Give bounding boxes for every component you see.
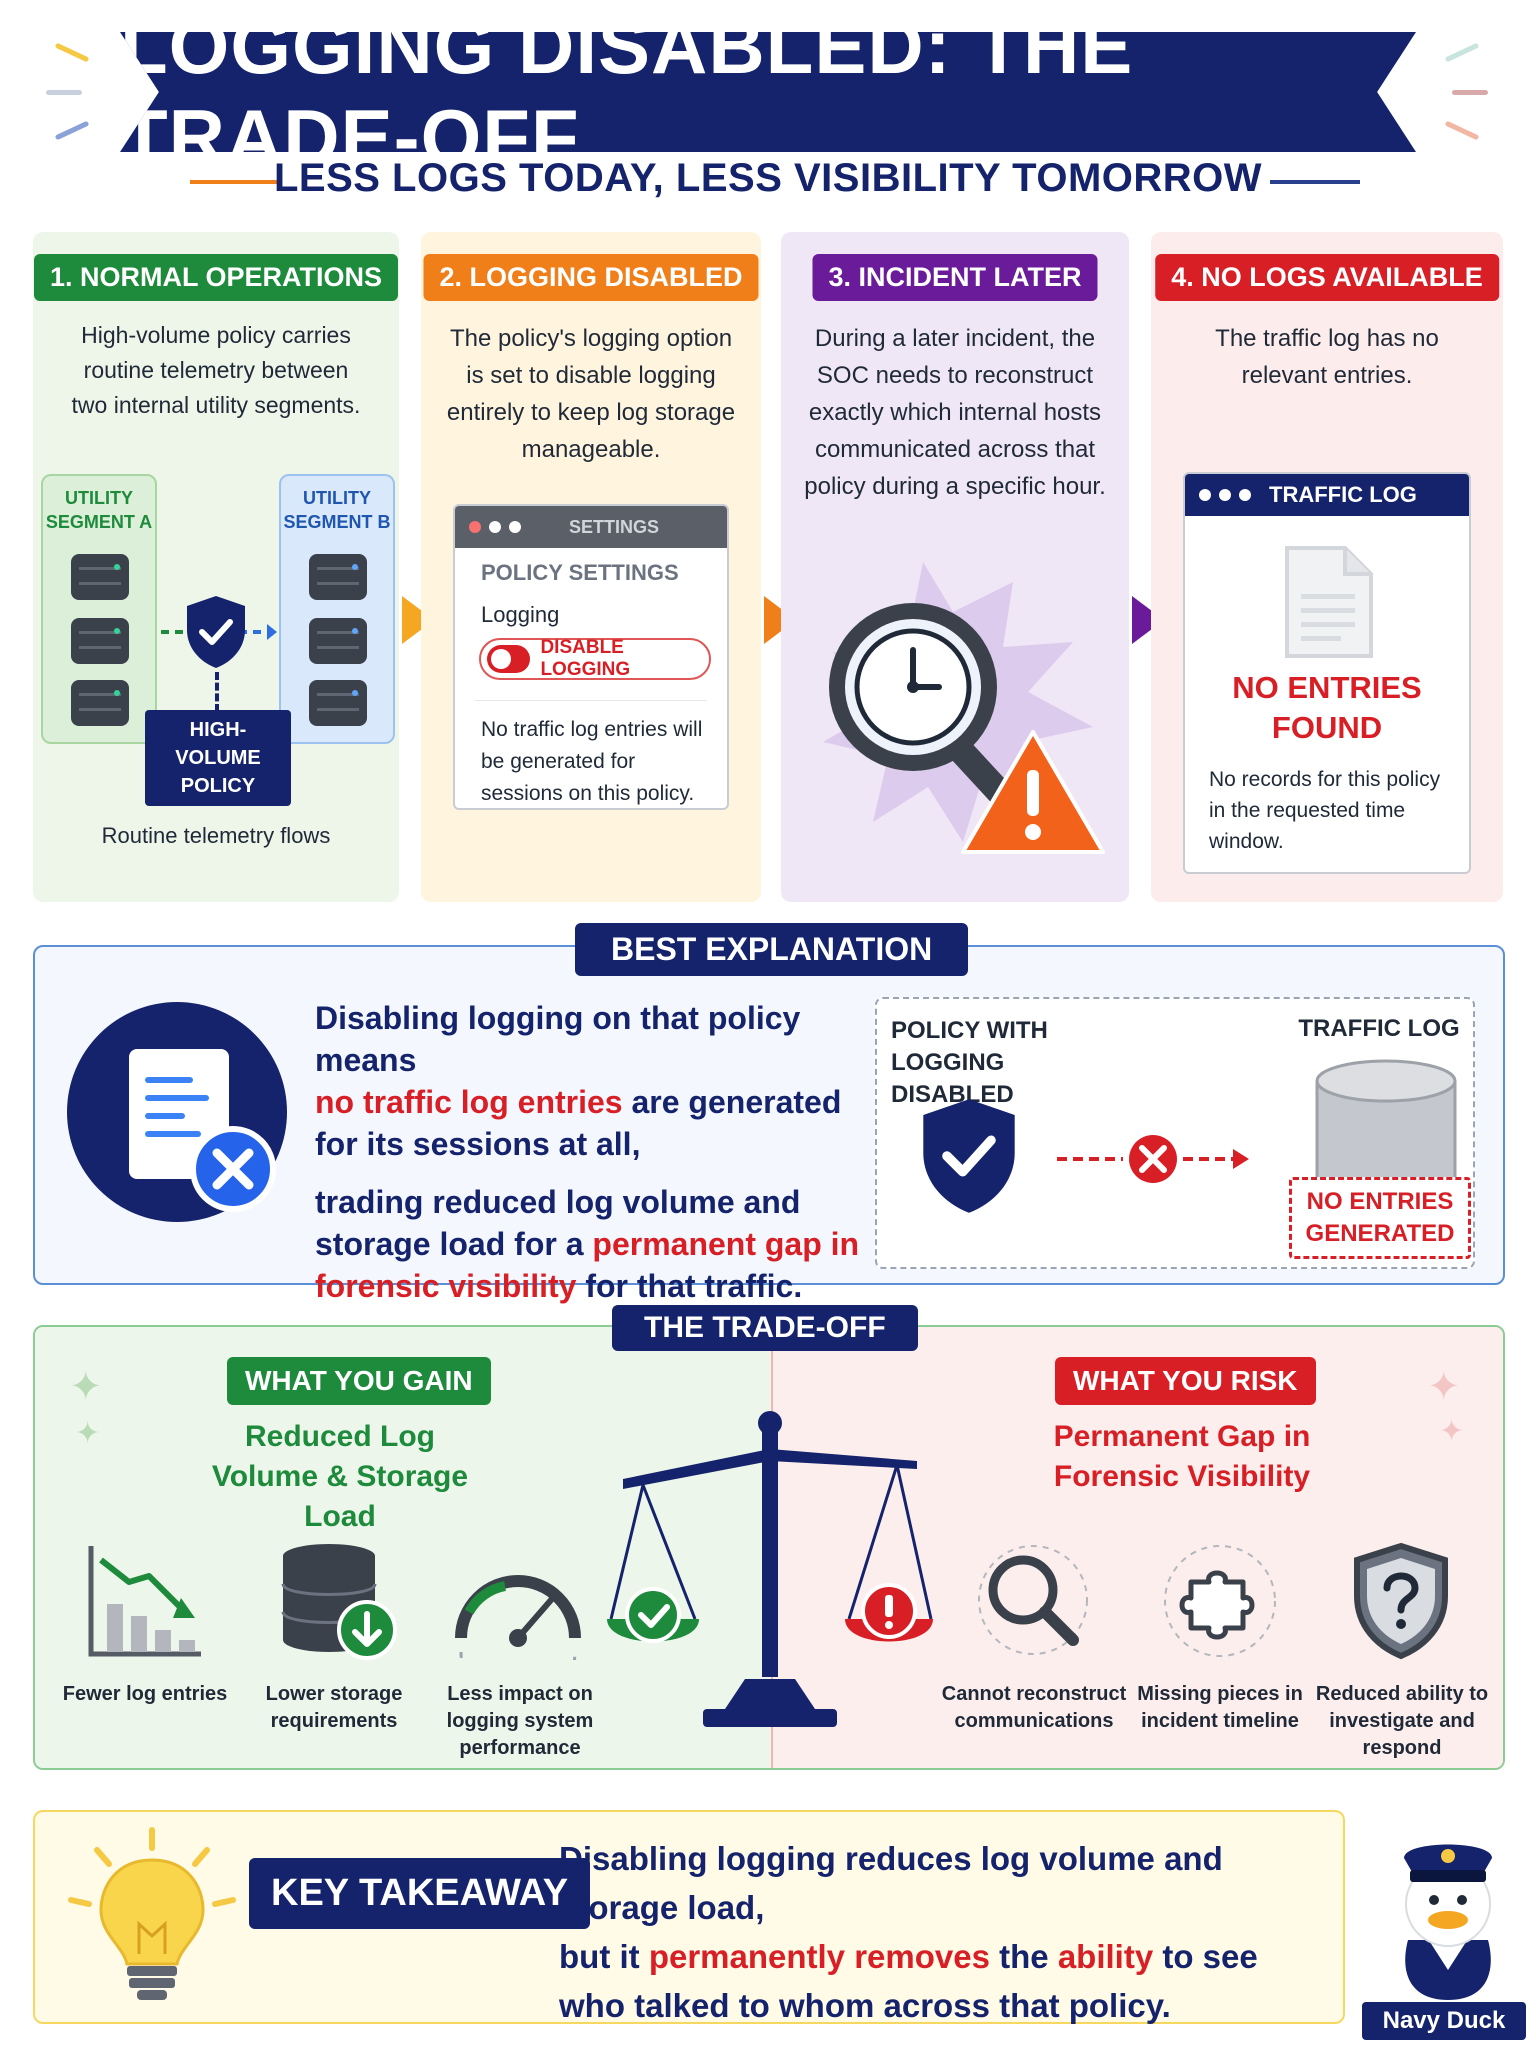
toggle-label: DISABLE LOGGING <box>540 637 631 680</box>
window-dot-icon <box>489 521 501 533</box>
server-icon <box>309 618 367 664</box>
step-panel-logging-disabled: 2. LOGGING DISABLED The policy's logging… <box>421 232 761 902</box>
risk-title: Permanent Gap in Forensic Visibility <box>1053 1420 1311 1493</box>
server-icon <box>309 680 367 726</box>
risk-item-label: Reduced ability to investigate and respo… <box>1315 1683 1489 1759</box>
tradeoff-section: ✦ ✦ ✦ ✦ WHAT YOU GAIN Reduced Log Volume… <box>33 1325 1505 1770</box>
blocked-flow-icon <box>1057 1135 1249 1183</box>
window-dot-icon <box>1219 489 1231 501</box>
header-sparks-right <box>1436 40 1496 150</box>
utility-segment-b: UTILITY SEGMENT B <box>279 474 395 744</box>
step-description: The traffic log has no relevant entries. <box>1215 325 1439 389</box>
server-icon <box>71 618 129 664</box>
step-description: During a later incident, the SOC needs t… <box>804 325 1106 500</box>
log-note: No records for this policy in the reques… <box>1209 768 1441 853</box>
window-dot-icon <box>1239 489 1251 501</box>
page-subtitle: LESS LOGS TODAY, LESS VISIBILITY TOMORRO… <box>273 156 1263 200</box>
empty-document-icon <box>1285 546 1373 658</box>
step-badge: 2. LOGGING DISABLED <box>423 254 759 301</box>
step-panel-normal: 1. NORMAL OPERATIONS High-volume policy … <box>33 232 399 902</box>
risk-item-label: Missing pieces in incident timeline <box>1137 1683 1303 1732</box>
server-icon <box>71 554 129 600</box>
policy-connector <box>215 672 219 712</box>
window-dot-icon <box>1199 489 1211 501</box>
subtitle-rule-left <box>190 180 280 184</box>
step-panel-incident: 3. INCIDENT LATER During a later inciden… <box>781 232 1129 902</box>
gain-item-label: Fewer log entries <box>62 1683 228 1705</box>
header-sparks-left <box>40 40 100 150</box>
title-banner: LOGGING DISABLED: THE TRADE-OFF <box>120 32 1416 152</box>
step-badge: 4. NO LOGS AVAILABLE <box>1155 254 1499 301</box>
shield-question-icon <box>1354 1542 1448 1660</box>
sparkle-icon: ✦ <box>1427 1365 1461 1409</box>
toggle-knob-icon <box>487 645 531 673</box>
step-badge: 1. NORMAL OPERATIONS <box>33 254 399 301</box>
gain-tag: WHAT YOU GAIN <box>227 1357 491 1405</box>
no-entries-generated-stamp: NO ENTRIES GENERATED <box>1289 1177 1471 1259</box>
step-description: High-volume policy carries routine telem… <box>71 322 361 418</box>
magnifier-icon <box>978 1545 1088 1655</box>
policy-settings-window: SETTINGS POLICY SETTINGS Logging DISABLE… <box>453 504 729 810</box>
server-icon <box>71 680 129 726</box>
shield-check-icon <box>187 596 245 668</box>
policy-logging-disabled-label: POLICY WITH LOGGING DISABLED <box>891 1017 1048 1108</box>
risk-item-label: Cannot reconstruct communications <box>941 1683 1127 1732</box>
logging-field-label: Logging <box>481 602 560 627</box>
window-title: SETTINGS <box>569 516 660 537</box>
navy-duck-mascot-icon <box>1404 1844 1492 2000</box>
explanation-diagram: POLICY WITH LOGGING DISABLED TRAFFIC LOG… <box>875 997 1475 1269</box>
gain-item-label: Less impact on logging system performanc… <box>446 1683 594 1759</box>
key-takeaway-box: KEY TAKEAWAY Disabling logging reduces l… <box>33 1810 1345 2024</box>
gauge-icon <box>455 1575 581 1660</box>
step-description: The policy's logging option is set to di… <box>446 325 736 463</box>
risk-tag: WHAT YOU RISK <box>1055 1357 1316 1405</box>
takeaway-text: Disabling logging reduces log volume and… <box>559 1840 1258 2024</box>
traffic-log-label: TRAFFIC LOG <box>1298 1015 1460 1042</box>
subtitle-rule-right <box>1270 180 1360 184</box>
utility-segment-a: UTILITY SEGMENT A <box>41 474 157 744</box>
sparkle-icon: ✦ <box>1439 1415 1465 1448</box>
traffic-log-window: TRAFFIC LOG NO ENTRIES FOUND No records … <box>1183 472 1471 874</box>
key-takeaway-tag: KEY TAKEAWAY <box>249 1858 591 1929</box>
server-icon <box>309 554 367 600</box>
balance-scale-icon <box>607 1411 933 1727</box>
window-dot-icon <box>509 521 521 533</box>
step-panel-no-logs: 4. NO LOGS AVAILABLE The traffic log has… <box>1151 232 1503 902</box>
incident-investigation-illustration <box>823 562 1105 854</box>
page-title: LOGGING DISABLED: THE TRADE-OFF <box>120 2 1134 181</box>
high-volume-policy-label: HIGH-VOLUME POLICY <box>145 710 291 806</box>
document-error-icon <box>67 1002 287 1222</box>
step-badge: 3. INCIDENT LATER <box>812 254 1098 301</box>
shield-check-icon <box>923 1099 1015 1213</box>
storage-download-icon <box>281 1544 397 1660</box>
sparkle-icon: ✦ <box>75 1417 101 1450</box>
sparkle-icon: ✦ <box>69 1365 103 1409</box>
window-title: TRAFFIC LOG <box>1269 482 1417 507</box>
best-explanation-box: Disabling logging on that policy means n… <box>33 945 1505 1304</box>
window-dot-icon <box>469 521 481 533</box>
tradeoff-tag: THE TRADE-OFF <box>612 1305 918 1351</box>
gain-title: Reduced Log Volume & Storage Load <box>211 1420 469 1533</box>
lightbulb-icon <box>68 1827 236 2000</box>
disable-logging-toggle[interactable]: DISABLE LOGGING <box>479 637 711 680</box>
explanation-text: Disabling logging on that policy means n… <box>315 1000 860 1304</box>
divider <box>475 700 707 701</box>
brand-badge: Navy Duck <box>1362 2002 1526 2040</box>
settings-note: No traffic log entries will be generated… <box>481 718 703 805</box>
fewer-entries-chart-icon <box>88 1546 201 1657</box>
no-entries-status: NO ENTRIES FOUND <box>1232 670 1422 745</box>
gain-item-label: Lower storage requirements <box>265 1683 403 1732</box>
settings-heading: POLICY SETTINGS <box>481 560 679 585</box>
step-footer: Routine telemetry flows <box>101 823 331 848</box>
best-explanation-tag: BEST EXPLANATION <box>575 923 969 976</box>
puzzle-piece-icon <box>1164 1545 1276 1657</box>
